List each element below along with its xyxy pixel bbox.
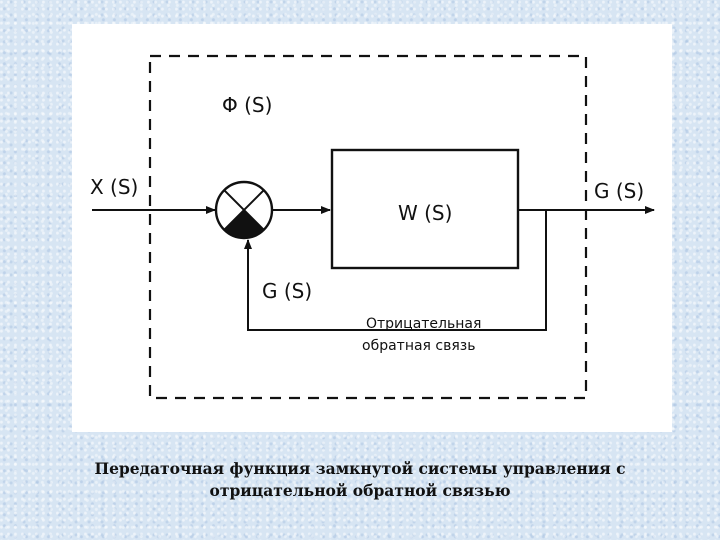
caption-line-2: отрицательной обратной связью xyxy=(209,481,511,500)
feedback-caption-line2: обратная связь xyxy=(362,338,476,354)
figure-caption: Передаточная функция замкнутой системы у… xyxy=(0,458,720,502)
feedback-path xyxy=(244,210,547,331)
block-diagram: Φ (S) X (S) W (S) G (S) G (S) Отрицатель… xyxy=(90,54,655,400)
feedback-caption-line1: Отрицательная xyxy=(366,316,481,332)
output-label: G (S) xyxy=(594,179,644,203)
system-boundary xyxy=(148,54,588,400)
caption-line-1: Передаточная функция замкнутой системы у… xyxy=(94,459,626,478)
diagram-panel: Φ (S) X (S) W (S) G (S) G (S) Отрицатель… xyxy=(72,24,672,432)
feedback-signal-label: G (S) xyxy=(262,279,312,303)
summing-junction xyxy=(214,180,274,240)
negative-sector xyxy=(224,210,264,239)
input-label: X (S) xyxy=(90,175,138,199)
plant-block xyxy=(330,148,520,270)
plant-label: W (S) xyxy=(398,201,452,225)
phi-label: Φ (S) xyxy=(222,93,272,117)
